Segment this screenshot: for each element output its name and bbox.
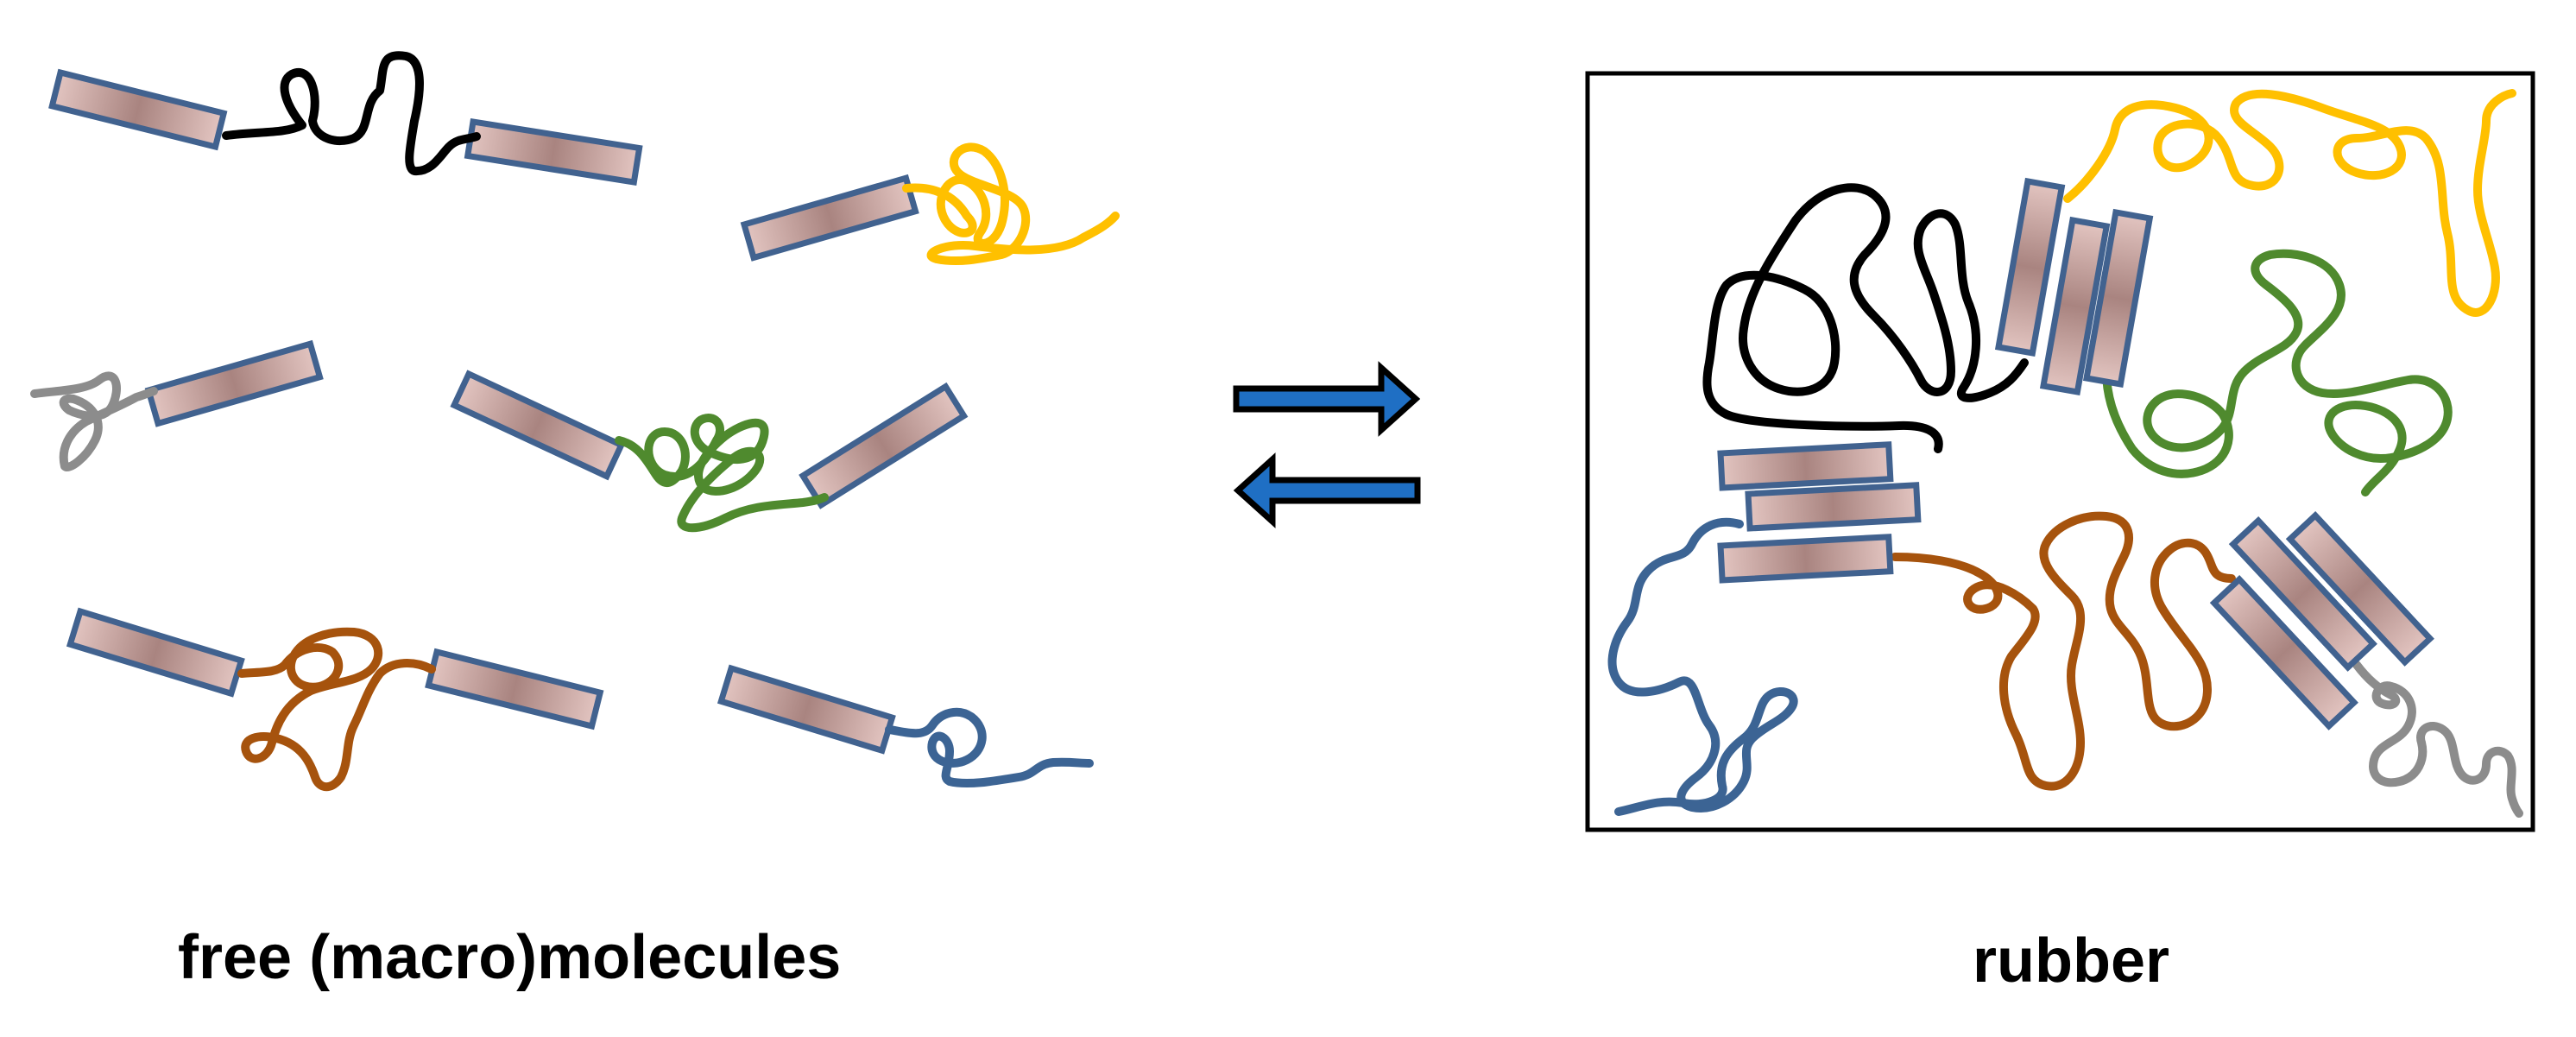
chain-yellow [2063,89,2516,317]
label-rubber: rubber [1973,926,2170,996]
rod [1720,537,1891,580]
rod [428,652,600,726]
chain-black [222,51,481,176]
rod [1748,485,1918,528]
chain-blue-tail [1614,734,1748,816]
molecule-yellow [744,142,1120,266]
chain-black [1702,183,2029,453]
free-molecules-group [30,51,1120,792]
label-free-macromolecules: free (macro)molecules [178,923,842,992]
chain-gray [30,371,158,471]
rod [454,374,622,477]
chain-blue [1607,517,1798,813]
molecule-green [454,374,964,533]
rod [721,668,892,750]
rod [148,344,319,423]
rubber-network-group [1585,71,2535,832]
equilibrium-arrows [1233,361,1421,528]
molecule-gray [30,344,319,471]
molecule-brown [70,611,600,792]
chain-yellow [902,142,1120,266]
rod [70,611,241,693]
rod [744,178,915,257]
chain-green [2102,249,2453,496]
rod [468,122,640,182]
rubber-frame [1585,71,2535,832]
rod [52,73,224,147]
chain-brown [237,627,436,792]
chain-green [615,414,829,533]
molecule-blue [721,668,1094,788]
forward-arrow [1233,361,1421,437]
chain-blue [885,707,1094,788]
rod [1720,445,1891,488]
reverse-arrow [1233,452,1421,528]
chain-gray [2352,661,2523,818]
rod [803,387,964,505]
chain-brown [1891,511,2236,791]
molecule-black [52,51,640,182]
